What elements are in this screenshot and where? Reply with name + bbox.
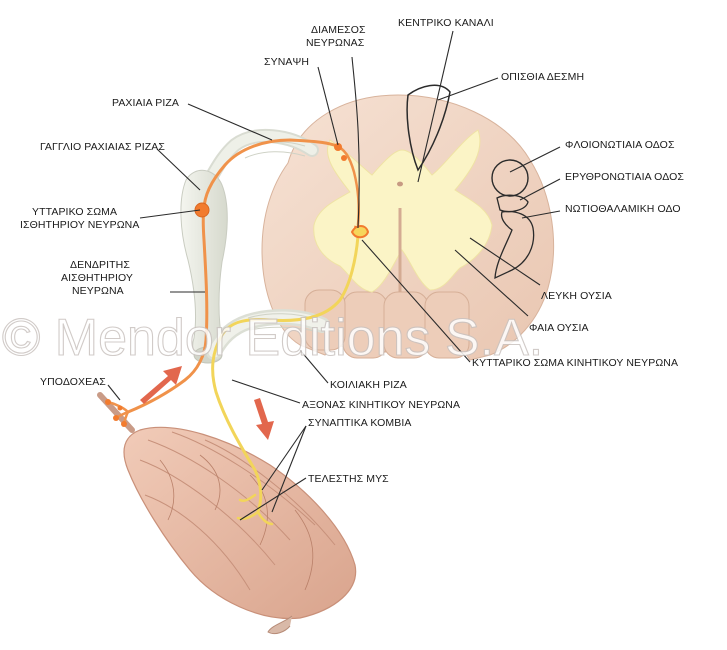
label-receptor: ΥΠΟΔΟΧΕΑΣ bbox=[40, 376, 106, 388]
label-dendrite-3: ΝΕΥΡΩΝΑ bbox=[72, 285, 124, 297]
label-ventral-root: ΚΟΙΛΙΑΚΗ ΡΙΖΑ bbox=[330, 379, 407, 391]
label-motor-axon: ΑΞΟΝΑΣ ΚΙΝΗΤΙΚΟΥ ΝΕΥΡΩΝΑ bbox=[302, 399, 460, 411]
label-interneuron-2: ΝΕΥΡΩΝΑΣ bbox=[306, 37, 365, 49]
label-synapse: ΣΥΝΑΨΗ bbox=[264, 56, 309, 68]
label-dendrite-1: ΔΕΝΔΡΙΤΗΣ bbox=[70, 259, 130, 271]
central-canal bbox=[397, 182, 403, 187]
label-sensory-cell-body-1: ΥΤΤΑΡΙΚΟ ΣΩΜΑ bbox=[32, 206, 117, 218]
label-synaptic-knobs: ΣΥΝΑΠΤΙΚΑ ΚΟΜΒΙΑ bbox=[308, 417, 411, 429]
label-spinothalamic: ΝΩΤΙΟΘΑΛΑΜΙΚΗ ΟΔΟ bbox=[565, 203, 681, 215]
label-motor-cell-body: ΚΥΤΤΑΡΙΚΟ ΣΩΜΑ ΚΙΝΗΤΙΚΟΥ ΝΕΥΡΩΝΑ bbox=[472, 357, 678, 369]
label-sensory-cell-body-2: ΙΣΘΗΤΗΡΙΟΥ ΝΕΥΡΩΝΑ bbox=[20, 219, 139, 231]
label-dorsal-root-ganglion: ΓΑΓΓΛΙΟ ΡΑΧΙΑΙΑΣ ΡΙΖΑΣ bbox=[40, 141, 165, 153]
label-rubrospinal: ΕΡΥΘΡΟΝΩΤΙΑΙΑ ΟΔΟΣ bbox=[565, 171, 684, 183]
label-corticospinal: ΦΛΟΙΟΝΩΤΙΑΙΑ ΟΔΟΣ bbox=[565, 139, 675, 151]
efferent-arrow-icon bbox=[254, 398, 274, 440]
label-dorsal-root: ΡΑΧΙΑΙΑ ΡΙΖΑ bbox=[112, 97, 179, 109]
label-effector-muscle: ΤΕΛΕΣΤΗΣ ΜΥΣ bbox=[308, 473, 389, 485]
label-interneuron-1: ΔΙΑΜΕΣΟΣ bbox=[311, 24, 366, 36]
label-dendrite-2: ΑΙΣΘΗΤΗΡΙΟΥ bbox=[61, 272, 133, 284]
effector-muscle bbox=[100, 395, 356, 634]
watermark: © Mendor Editions S.A. bbox=[2, 309, 543, 367]
label-white-matter: ΛΕΥΚΗ ΟΥΣΙΑ bbox=[541, 290, 612, 302]
label-posterior-column: ΟΠΙΣΘΙΑ ΔΕΣΜΗ bbox=[501, 71, 584, 83]
interneuron-synapse bbox=[341, 155, 347, 161]
label-central-canal: ΚΕΝΤΡΙΚΟ ΚΑΝΑΛΙ bbox=[398, 17, 494, 29]
label-gray-matter: ΦΑΙΑ ΟΥΣΙΑ bbox=[529, 322, 589, 334]
motor-cell-body bbox=[352, 226, 368, 237]
